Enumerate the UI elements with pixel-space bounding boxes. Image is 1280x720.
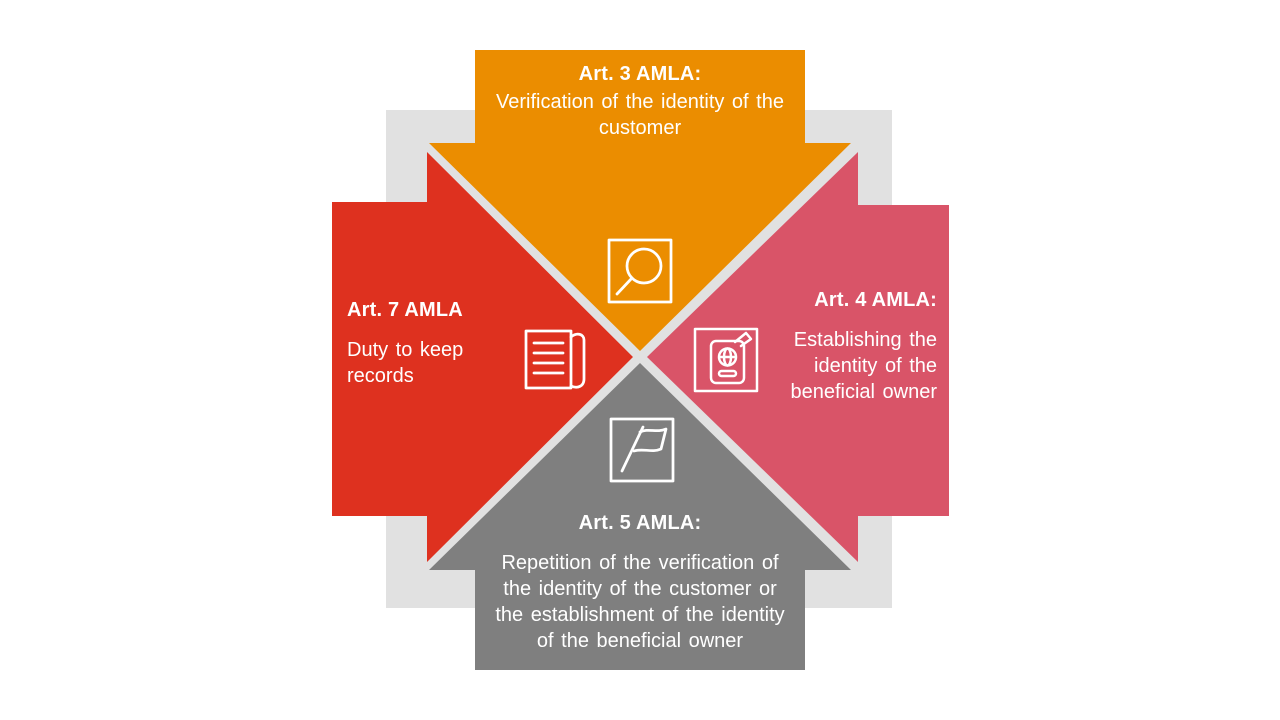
arrow-bottom-label: Art. 5 AMLA: Repetition of the verificat… xyxy=(440,510,840,654)
arrow-top-label: Art. 3 AMLA: Verification of the identit… xyxy=(440,61,840,141)
arrow-top-body: Verification of the identity of the cust… xyxy=(496,91,784,139)
arrow-top-title: Art. 3 AMLA: xyxy=(578,63,702,85)
arrow-left xyxy=(332,152,633,562)
arrow-right xyxy=(647,152,949,562)
magnifier-icon xyxy=(607,238,673,304)
document-icon xyxy=(524,329,586,390)
arrow-top xyxy=(429,50,851,351)
arrow-bottom-title: Art. 5 AMLA: xyxy=(578,512,702,534)
arrow-right-body: Establishing the identity of the benefic… xyxy=(790,329,937,403)
arrow-right-label: Art. 4 AMLA: Establishing the identity o… xyxy=(737,287,937,405)
arrow-bottom-body: Repetition of the verification of the id… xyxy=(495,552,785,652)
arrow-right-title: Art. 4 AMLA: xyxy=(814,289,937,311)
arrow-left-body: Duty to keep records xyxy=(347,339,464,387)
arrow-bottom xyxy=(429,363,851,670)
passport-icon xyxy=(693,327,759,393)
arrow-left-title: Art. 7 AMLA xyxy=(347,299,463,321)
arrow-left-label: Art. 7 AMLA Duty to keep records xyxy=(347,297,547,389)
flag-icon xyxy=(609,417,675,483)
